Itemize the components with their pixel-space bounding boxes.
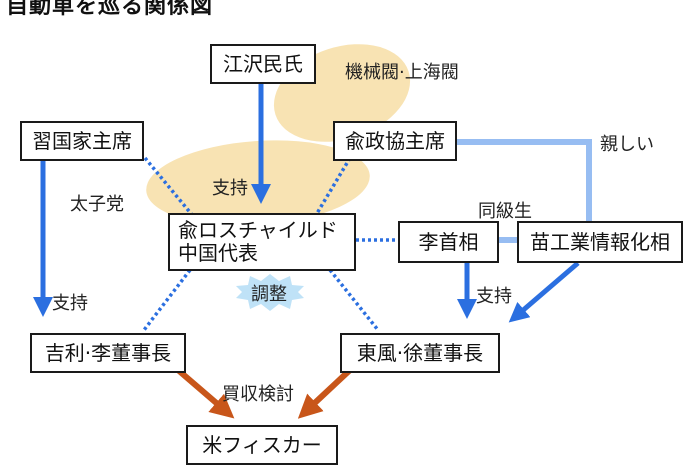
node-dongfeng-chairman: 東風·徐董事長 — [340, 333, 500, 373]
node-miao-minister: 苗工業情報化相 — [517, 221, 683, 263]
label-classmates: 同級生 — [478, 201, 532, 222]
diagram-title: 自動車を巡る関係図 — [6, 0, 214, 19]
princelings-blob — [146, 140, 370, 226]
node-xi-jinping: 習国家主席 — [20, 121, 144, 161]
node-li-premier: 李首相 — [398, 221, 499, 263]
coordination-burst — [236, 274, 304, 311]
node-fisker: 米フィスカー — [186, 425, 338, 465]
node-yu-zhengsheng: 兪政協主席 — [333, 121, 457, 161]
label-close: 親しい — [600, 134, 654, 155]
dotted-link-yu-rothschild-to-dongfeng — [328, 268, 380, 332]
label-support-xi: 支持 — [52, 293, 88, 314]
label-acquisition-review: 買収検討 — [222, 384, 294, 405]
dotted-link-yu-rothschild-to-geely — [142, 268, 192, 332]
node-yu-rothschild-line2: 中国代表 — [178, 241, 258, 265]
node-yu-rothschild: 兪ロスチャイルド 中国代表 — [168, 213, 356, 271]
node-yu-rothschild-line1: 兪ロスチャイルド — [178, 218, 338, 242]
acquisition-arrow-dongfeng-to-fisker — [297, 367, 353, 419]
label-coordination: 調整 — [251, 284, 287, 305]
acquisition-arrow-geely-to-fisker — [176, 367, 235, 419]
label-princelings: 太子党 — [70, 194, 124, 215]
label-jiang-faction: 機械閥·上海閥 — [345, 62, 459, 83]
label-support-jiang: 支持 — [212, 178, 248, 199]
node-jiang-zemin: 江沢民氏 — [210, 44, 316, 84]
close-relation-line — [455, 139, 592, 224]
label-support-li: 支持 — [476, 286, 512, 307]
dotted-link-yu-zhengsheng-to-yu-rothschild — [314, 157, 352, 216]
arrow-miao-to-dongfeng — [508, 261, 580, 323]
node-geely-chairman: 吉利·李董事長 — [30, 333, 186, 373]
dotted-link-xi-to-yu-rothschild — [143, 156, 200, 224]
